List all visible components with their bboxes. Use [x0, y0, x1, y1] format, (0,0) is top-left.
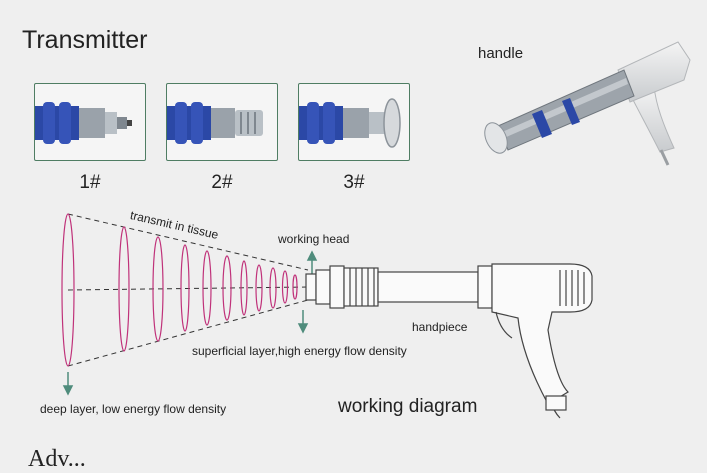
working-head-arrowhead — [306, 250, 318, 261]
transmitter-1-icon — [35, 102, 132, 144]
handpiece-drawing — [305, 263, 593, 419]
transmitter-3-label: 3# — [343, 172, 365, 193]
transmitter-1-thumbnail[interactable] — [34, 83, 146, 161]
superficial-arrowhead — [297, 323, 309, 334]
transmitter-3-icon — [299, 98, 401, 148]
working-diagram-caption: working diagram — [338, 396, 478, 417]
transmitter-2-icon — [167, 102, 263, 144]
deep-layer-label: deep layer, low energy flow density — [40, 402, 227, 416]
handpiece-label: handpiece — [412, 320, 468, 334]
transmitter-2-thumbnail[interactable] — [166, 83, 278, 161]
superficial-layer-label: superficial layer,high energy flow densi… — [192, 344, 407, 358]
working-diagram — [61, 213, 593, 419]
transmitter-2-label: 2# — [211, 172, 233, 193]
cone-bottom-edge — [67, 299, 309, 367]
transmitter-3-thumbnail[interactable] — [298, 83, 410, 161]
transmitter-1-label: 1# — [79, 172, 101, 193]
deep-arrowhead — [62, 385, 74, 396]
energy-waves — [61, 213, 298, 367]
handle-label: handle — [478, 45, 524, 62]
page-title: Transmitter — [22, 26, 148, 54]
working-head-label: working head — [278, 232, 350, 246]
cone-axis — [67, 286, 309, 291]
handle-icon — [484, 41, 691, 166]
